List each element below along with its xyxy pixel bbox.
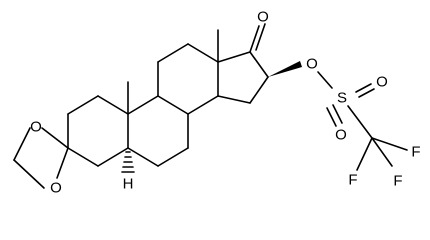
atom-ketal-o-upper: O bbox=[30, 119, 42, 136]
dioxolane-ring bbox=[13, 127, 69, 189]
trifluoromethyl-bonds bbox=[347, 105, 408, 171]
o-s-bond bbox=[317, 71, 333, 89]
ring-d bbox=[217, 51, 269, 104]
atom-ester-o: O bbox=[306, 56, 318, 73]
atom-sulfur: S bbox=[337, 90, 347, 107]
stereo-wedge-bond bbox=[268, 61, 302, 77]
atom-sulfonyl-o-bottom: O bbox=[335, 127, 347, 144]
ketone-double-bond bbox=[249, 23, 266, 53]
atom-fluorine-bottom: F bbox=[393, 173, 402, 190]
stereo-hash-bond bbox=[121, 151, 135, 173]
molecule-structure: O O O S O F F F O O H bbox=[13, 9, 421, 197]
atom-fluorine-bottom-left: F bbox=[348, 172, 357, 189]
sulfonyl-double-bonds bbox=[326, 83, 375, 127]
atom-sulfonyl-o-top: O bbox=[376, 74, 388, 91]
atom-ketal-o-lower: O bbox=[50, 180, 62, 197]
ring-a bbox=[67, 95, 129, 167]
atom-fluorine-right: F bbox=[411, 144, 420, 161]
atom-ketone-o: O bbox=[257, 9, 269, 26]
atom-stereo-h: H bbox=[123, 176, 134, 193]
ring-b bbox=[127, 95, 189, 167]
ring-c bbox=[157, 43, 219, 115]
